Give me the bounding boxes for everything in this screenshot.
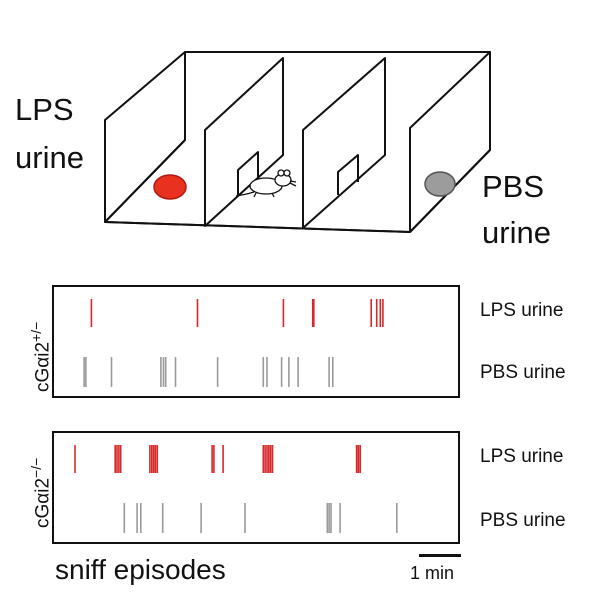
pbs-urine-label-line2: urine (482, 215, 551, 250)
row-label-lps-ko: LPS urine (480, 446, 564, 467)
scale-bar (419, 554, 461, 557)
divider-right (302, 57, 386, 229)
right-end-wall (409, 51, 491, 233)
mouse-icon (235, 169, 297, 198)
pbs-urine-drop (424, 171, 456, 197)
lps-urine-label-line2: urine (15, 140, 84, 175)
row-label-pbs-ko: PBS urine (480, 510, 566, 531)
raster-panel-het (52, 285, 460, 398)
sniff-episodes-label: sniff episodes (55, 554, 226, 585)
pbs-urine-label-line1: PBS (482, 169, 545, 204)
lps-urine-drop (153, 174, 187, 200)
genotype-label-het: cGαi2+/− (28, 322, 54, 392)
three-chamber-box (104, 51, 491, 233)
lps-urine-label-line1: LPS (15, 92, 74, 127)
row-label-pbs-het: PBS urine (480, 362, 566, 383)
scale-bar-label: 1 min (410, 563, 455, 583)
genotype-het-sup: +/− (28, 321, 44, 342)
genotype-ko-sup: −/− (28, 457, 44, 478)
genotype-ko-base: cGαi2 (32, 477, 54, 528)
row-label-lps-het: LPS urine (480, 300, 564, 321)
genotype-het-base: cGαi2 (32, 341, 54, 392)
raster-het-svg (83, 299, 384, 387)
genotype-label-ko: cGαi2−/− (28, 458, 54, 528)
raster-ko-svg (74, 445, 398, 533)
divider-left (204, 57, 284, 227)
raster-panel-ko (52, 431, 460, 544)
